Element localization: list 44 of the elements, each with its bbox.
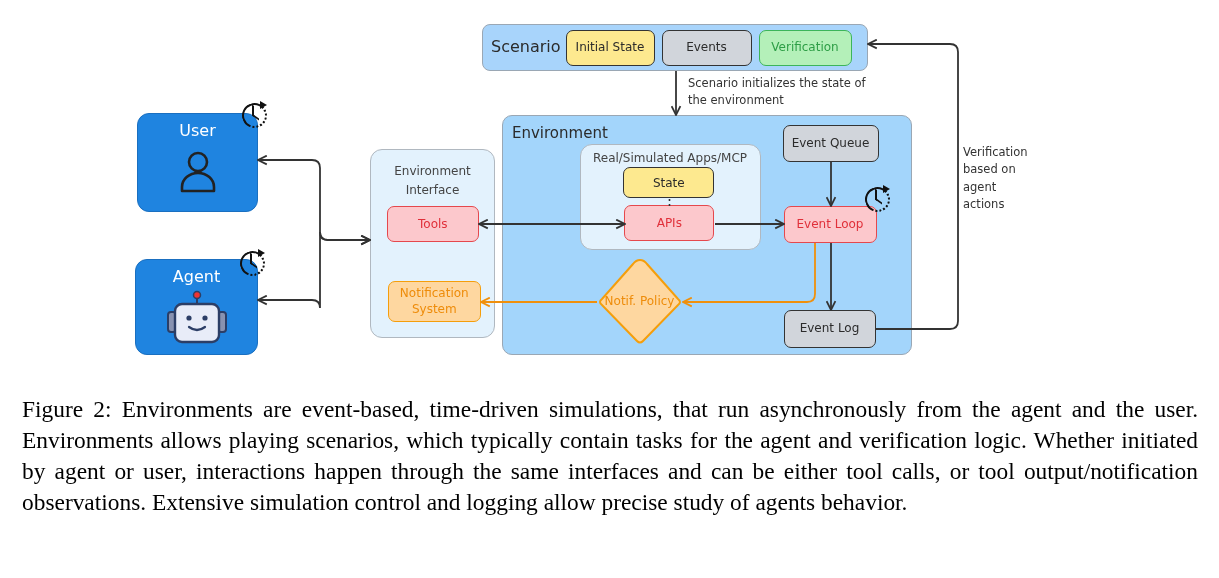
panel-title: Real/Simulated Apps/MCP bbox=[591, 149, 749, 166]
box-label: Event Loop bbox=[796, 215, 864, 233]
process-box bbox=[387, 280, 481, 322]
actor-card bbox=[137, 113, 258, 212]
box-label: Verification bbox=[771, 39, 839, 56]
panel-title: Agent bbox=[171, 266, 222, 288]
dotted-connector bbox=[668, 198, 671, 207]
box-label: Event Queue bbox=[791, 134, 870, 152]
apps-panel bbox=[579, 143, 761, 250]
arrow bbox=[257, 231, 371, 309]
panel-title: Scenario bbox=[491, 36, 561, 58]
box-label: Tools bbox=[418, 215, 448, 232]
process-box bbox=[782, 124, 879, 162]
arrow bbox=[867, 38, 959, 330]
process-box bbox=[386, 205, 479, 242]
arrow bbox=[825, 242, 837, 311]
process-box bbox=[783, 309, 876, 348]
decision-diamond bbox=[596, 258, 683, 345]
interface-panel bbox=[370, 149, 495, 338]
process-box bbox=[624, 205, 715, 242]
arrow bbox=[478, 218, 626, 230]
box-label: State bbox=[652, 174, 685, 191]
scenario-panel bbox=[482, 24, 868, 71]
arrow bbox=[480, 296, 598, 308]
box-label: Events bbox=[686, 39, 727, 56]
box-label: Notification System bbox=[398, 285, 470, 318]
process-box bbox=[623, 167, 715, 199]
panel-title: Environment bbox=[512, 123, 608, 144]
arrow bbox=[714, 218, 785, 230]
panel-title: Environment Interface bbox=[393, 163, 472, 199]
process-box bbox=[565, 29, 655, 66]
arrow bbox=[682, 242, 816, 308]
process-box bbox=[661, 29, 752, 66]
figure-caption: Figure 2: Environments are event-based, time-driven simulations, that run asynchronously from the agent and the user. Environments allows playing scenarios, which typically contain tasks for the agent and verification logic. Whether initiated by agent or user, interactions happen through the same interfaces and can be either tool calls, or tool output/notification observations. Extensive simulation control and logging allow precise study of agents behavior. bbox=[22, 395, 1198, 517]
process-box bbox=[783, 205, 877, 243]
process-box bbox=[758, 29, 852, 66]
panel-title: User bbox=[178, 120, 217, 142]
box-label: Initial State bbox=[575, 39, 645, 56]
arrow bbox=[825, 161, 837, 207]
arrow bbox=[670, 70, 682, 116]
environment-panel bbox=[502, 115, 912, 355]
box-label: Notif. Policy bbox=[604, 293, 675, 310]
box-label: Event Log bbox=[799, 320, 860, 337]
box-label: APIs bbox=[656, 215, 682, 232]
